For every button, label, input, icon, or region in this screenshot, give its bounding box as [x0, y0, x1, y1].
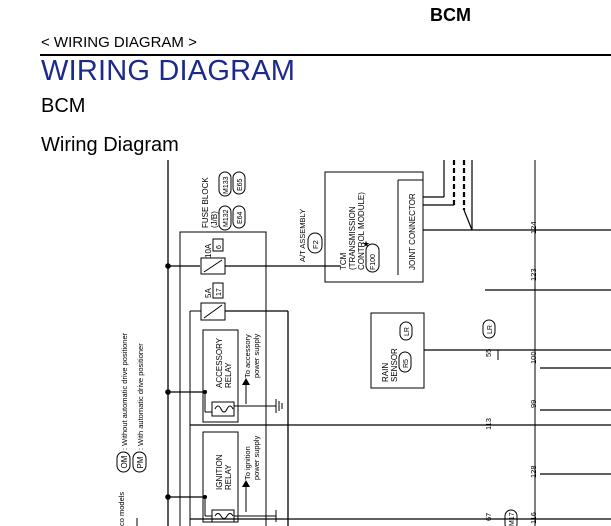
joint-connector-label: JOINT CONNECTOR	[408, 193, 417, 270]
ign-relay-line2: RELAY	[224, 464, 233, 490]
page-title: WIRING DIAGRAM	[41, 55, 296, 87]
rain-sensor-conn: R5	[403, 359, 410, 368]
rain-sensor-wire: LR	[404, 327, 411, 336]
acc-relay-line1: ACCESSORY	[215, 337, 224, 388]
fuse-block-label: FUSE BLOCK (J/B) M132 M133 E64 E65	[201, 171, 246, 231]
pin-label-124: 124	[529, 221, 538, 234]
tcm-conn: F100	[370, 254, 377, 270]
fuse1-num: 6	[216, 245, 223, 249]
ign-relay-note1: To ignition	[243, 446, 252, 480]
legend-pm-label: PM	[136, 456, 145, 468]
bcm-wires	[483, 160, 611, 526]
fuse-5a: 5A 17	[189, 282, 289, 526]
ign-relay-line1: IGNITION	[215, 454, 224, 490]
fuse-10a: 10A 6	[200, 238, 305, 275]
subsection-title: Wiring Diagram	[41, 134, 179, 156]
tcm-module: TCM (TRANSMISSION CONTROL MODULE) F100 ★…	[324, 171, 424, 283]
section-title: BCM	[41, 95, 86, 117]
conn-m133-label: M133	[223, 176, 230, 194]
pin-label-55: 55	[484, 349, 493, 357]
conn-m17-tag	[504, 509, 518, 526]
conn-e64-label: E64	[237, 211, 244, 224]
rain-sensor-line1: RAIN	[381, 363, 390, 382]
conn-e65-label: E65	[237, 178, 244, 191]
tcm-line1: TCM	[339, 252, 348, 270]
legend-om-label: OM	[120, 455, 129, 468]
at-assembly: A/T ASSEMBLY F2	[298, 209, 340, 267]
fuse1-amp: 10A	[204, 243, 213, 258]
pin-label-67: 67	[484, 513, 493, 521]
ignition-relay: IGNITION RELAY To ignition power supply	[190, 431, 611, 523]
tcm-harness	[423, 160, 611, 291]
conn-m17-label: M17	[509, 512, 516, 526]
acc-relay-note2: power supply	[252, 334, 261, 378]
legend: OM : Without automatic drive positioner …	[116, 332, 147, 526]
rain-sensor: RAIN SENSOR R5 LR LR	[370, 312, 611, 389]
fuse-block-title: FUSE BLOCK	[201, 177, 210, 228]
fuse-block-sub: (J/B)	[210, 211, 219, 228]
ign-relay-note2: power supply	[252, 436, 261, 480]
bcm-pin-labels: 124 123 55 100 99 113 128 67 116 M17	[484, 221, 538, 526]
acc-relay-line2: RELAY	[224, 362, 233, 388]
pin-label-123: 123	[529, 268, 538, 281]
fuse-block-box	[165, 160, 267, 526]
legend-om-text: : Without automatic drive positioner	[120, 332, 129, 450]
accessory-relay: ACCESSORY RELAY To accessory power suppl…	[190, 329, 483, 426]
at-assembly-label: A/T ASSEMBLY	[298, 209, 307, 262]
tcm-star: ★	[362, 239, 370, 249]
legend-pm-tag	[132, 451, 147, 473]
pin-label-100: 100	[529, 351, 538, 364]
pin-label-128: 128	[529, 465, 538, 478]
title-rule	[40, 54, 611, 56]
conn-m132-label: M132	[223, 209, 230, 227]
legend-co-text: co models	[117, 492, 126, 526]
legend-pm-text: : With automatic drive positioner	[136, 343, 145, 450]
page-header-label: BCM	[430, 5, 471, 25]
pin-label-99: 99	[529, 400, 538, 408]
acc-relay-note1: To accessory	[243, 334, 252, 378]
tcm-line3: CONTROL MODULE)	[357, 192, 366, 270]
conn-m132-tag	[218, 205, 232, 231]
harness-wire-label: LR	[487, 325, 494, 334]
legend-om-tag	[116, 451, 131, 473]
fuse2-amp: 5A	[204, 288, 213, 298]
at-assembly-conn: F2	[311, 240, 320, 249]
rain-sensor-line2: SENSOR	[390, 348, 399, 382]
conn-e64-tag	[232, 205, 246, 229]
fuse2-num: 17	[216, 288, 223, 296]
conn-m133-tag	[218, 171, 232, 197]
pin-label-116: 116	[529, 512, 538, 524]
pin-label-113: 113	[484, 418, 493, 430]
tcm-line2: (TRANSMISSION	[348, 206, 357, 270]
conn-e65-tag	[232, 171, 246, 195]
breadcrumb[interactable]: < WIRING DIAGRAM >	[41, 34, 197, 51]
